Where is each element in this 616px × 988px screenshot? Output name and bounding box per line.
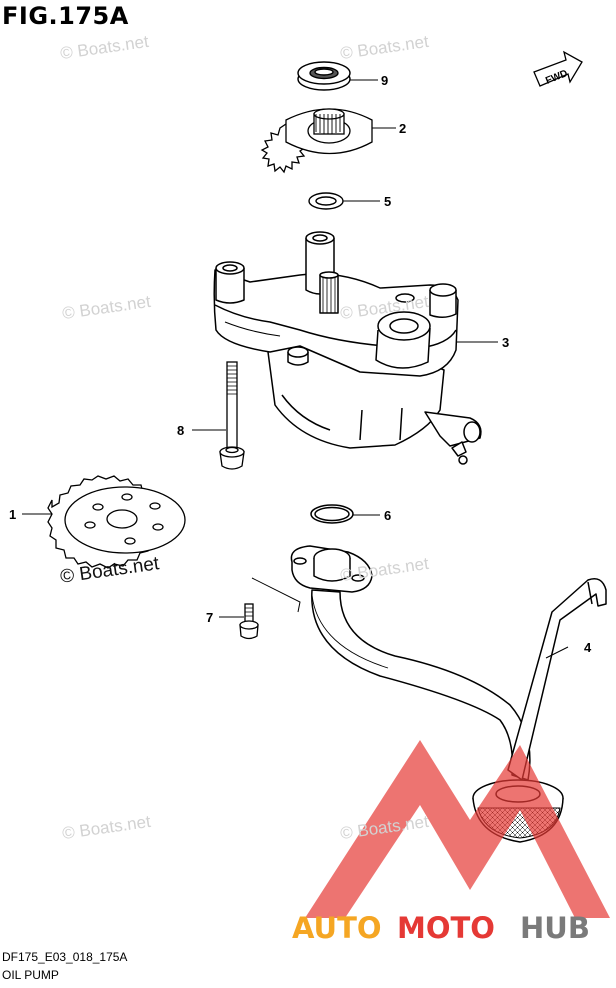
long-bolt-part: [219, 361, 245, 470]
drive-gear-part: [260, 108, 373, 174]
large-o-ring-part: [310, 504, 354, 524]
oil-seal-part: [297, 61, 351, 91]
callout-1: 1: [9, 507, 16, 522]
bolt-leader-line: [251, 577, 301, 613]
short-bolt-part: [239, 603, 259, 640]
callout-4: 4: [584, 640, 592, 655]
logo-word-hub: HUB: [520, 911, 590, 945]
callout-leaders: [22, 79, 569, 659]
callout-9: 9: [381, 73, 388, 88]
callout-5: 5: [384, 194, 391, 209]
oil-pump-body-part: [213, 231, 482, 465]
logo-triangle-shape: [305, 740, 610, 918]
callout-6: 6: [384, 508, 391, 523]
figure-title: FIG.175A: [2, 2, 129, 30]
callout-numbers: 9 2 5 3 8 1 6 7 4: [9, 73, 592, 655]
callout-8: 8: [177, 423, 184, 438]
automotohub-logo: AUTO MOTO HUB: [292, 740, 610, 945]
callout-3: 3: [502, 335, 509, 350]
callout-7: 7: [206, 610, 213, 625]
forward-direction-arrow: FWD: [533, 50, 583, 87]
logo-word-auto: AUTO: [292, 911, 382, 945]
logo-word-moto: MOTO: [397, 911, 495, 945]
figure-name: OIL PUMP: [2, 968, 59, 982]
callout-2: 2: [399, 121, 406, 136]
small-o-ring-part: [308, 192, 344, 210]
figure-code: DF175_E03_018_175A: [2, 950, 128, 964]
driven-gear-part: [47, 475, 186, 569]
